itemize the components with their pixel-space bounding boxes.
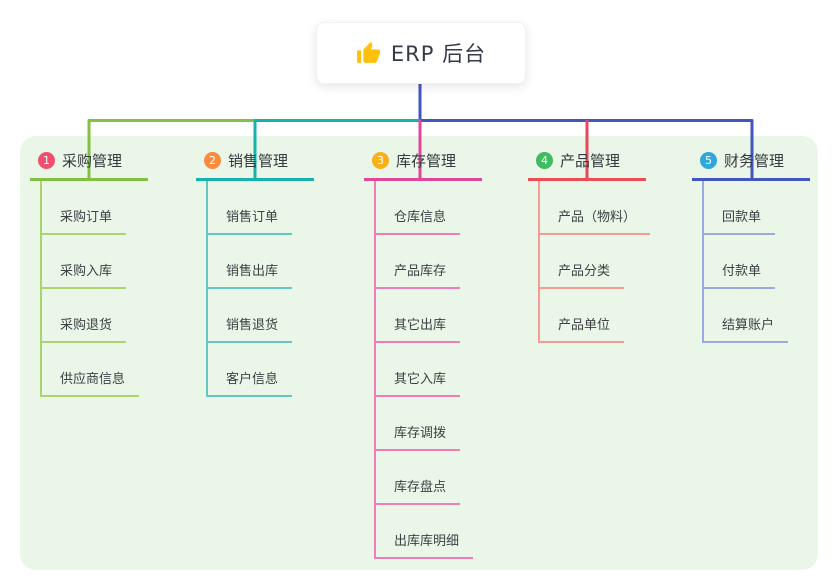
node-purchase-return[interactable]: 采购退货 [42, 289, 148, 343]
node-stock-count[interactable]: 库存盘点 [376, 451, 482, 505]
node-product-unit[interactable]: 产品单位 [540, 289, 646, 343]
node-purchase-inbound[interactable]: 采购入库 [42, 235, 148, 289]
branch-sales: 2 销售管理 销售订单 销售出库 销售退货 客户信息 [196, 150, 314, 397]
root-node-erp[interactable]: ERP 后台 [316, 22, 526, 84]
thumbs-up-icon [356, 41, 381, 66]
node-customer-info[interactable]: 客户信息 [208, 343, 314, 397]
branches-panel [20, 136, 818, 570]
branch-inventory-children: 仓库信息 产品库存 其它出库 其它入库 库存调拨 库存盘点 出库库明细 [374, 181, 482, 559]
node-other-outbound[interactable]: 其它出库 [376, 289, 482, 343]
branch-inventory-label: 库存管理 [396, 152, 457, 170]
node-product-material[interactable]: 产品（物料） [540, 181, 651, 235]
badge-1: 1 [38, 152, 55, 169]
node-stock-transfer[interactable]: 库存调拨 [376, 397, 482, 451]
badge-4: 4 [536, 152, 553, 169]
branch-sales-children: 销售订单 销售出库 销售退货 客户信息 [206, 181, 314, 397]
branch-product-header[interactable]: 4 产品管理 [528, 150, 646, 181]
node-sales-outbound[interactable]: 销售出库 [208, 235, 314, 289]
node-product-category[interactable]: 产品分类 [540, 235, 646, 289]
branch-purchase-header[interactable]: 1 采购管理 [30, 150, 148, 181]
node-sales-order[interactable]: 销售订单 [208, 181, 314, 235]
branch-finance: 5 财务管理 回款单 付款单 结算账户 [692, 150, 810, 343]
branch-finance-children: 回款单 付款单 结算账户 [702, 181, 810, 343]
node-settlement-account[interactable]: 结算账户 [704, 289, 810, 343]
node-other-inbound[interactable]: 其它入库 [376, 343, 482, 397]
branch-purchase-label: 采购管理 [62, 152, 123, 170]
branch-purchase: 1 采购管理 采购订单 采购入库 采购退货 供应商信息 [30, 150, 148, 397]
node-supplier-info[interactable]: 供应商信息 [42, 343, 148, 397]
branch-finance-header[interactable]: 5 财务管理 [692, 150, 810, 181]
node-outbound-detail[interactable]: 出库库明细 [376, 505, 482, 559]
badge-3: 3 [372, 152, 389, 169]
badge-2: 2 [204, 152, 221, 169]
node-warehouse-info[interactable]: 仓库信息 [376, 181, 482, 235]
branch-product: 4 产品管理 产品（物料） 产品分类 产品单位 [528, 150, 651, 343]
branch-sales-label: 销售管理 [228, 152, 289, 170]
branch-finance-label: 财务管理 [724, 152, 785, 170]
branch-sales-header[interactable]: 2 销售管理 [196, 150, 314, 181]
badge-5: 5 [700, 152, 717, 169]
branch-inventory-header[interactable]: 3 库存管理 [364, 150, 482, 181]
node-product-stock[interactable]: 产品库存 [376, 235, 482, 289]
branch-product-label: 产品管理 [560, 152, 621, 170]
node-purchase-order[interactable]: 采购订单 [42, 181, 148, 235]
root-node-label: ERP 后台 [390, 42, 487, 66]
node-receipt-bill[interactable]: 回款单 [704, 181, 810, 235]
branch-product-children: 产品（物料） 产品分类 产品单位 [538, 181, 651, 343]
node-payment-bill[interactable]: 付款单 [704, 235, 810, 289]
branch-purchase-children: 采购订单 采购入库 采购退货 供应商信息 [40, 181, 148, 397]
branch-inventory: 3 库存管理 仓库信息 产品库存 其它出库 其它入库 库存调拨 库存盘点 出库库… [364, 150, 482, 559]
node-sales-return[interactable]: 销售退货 [208, 289, 314, 343]
